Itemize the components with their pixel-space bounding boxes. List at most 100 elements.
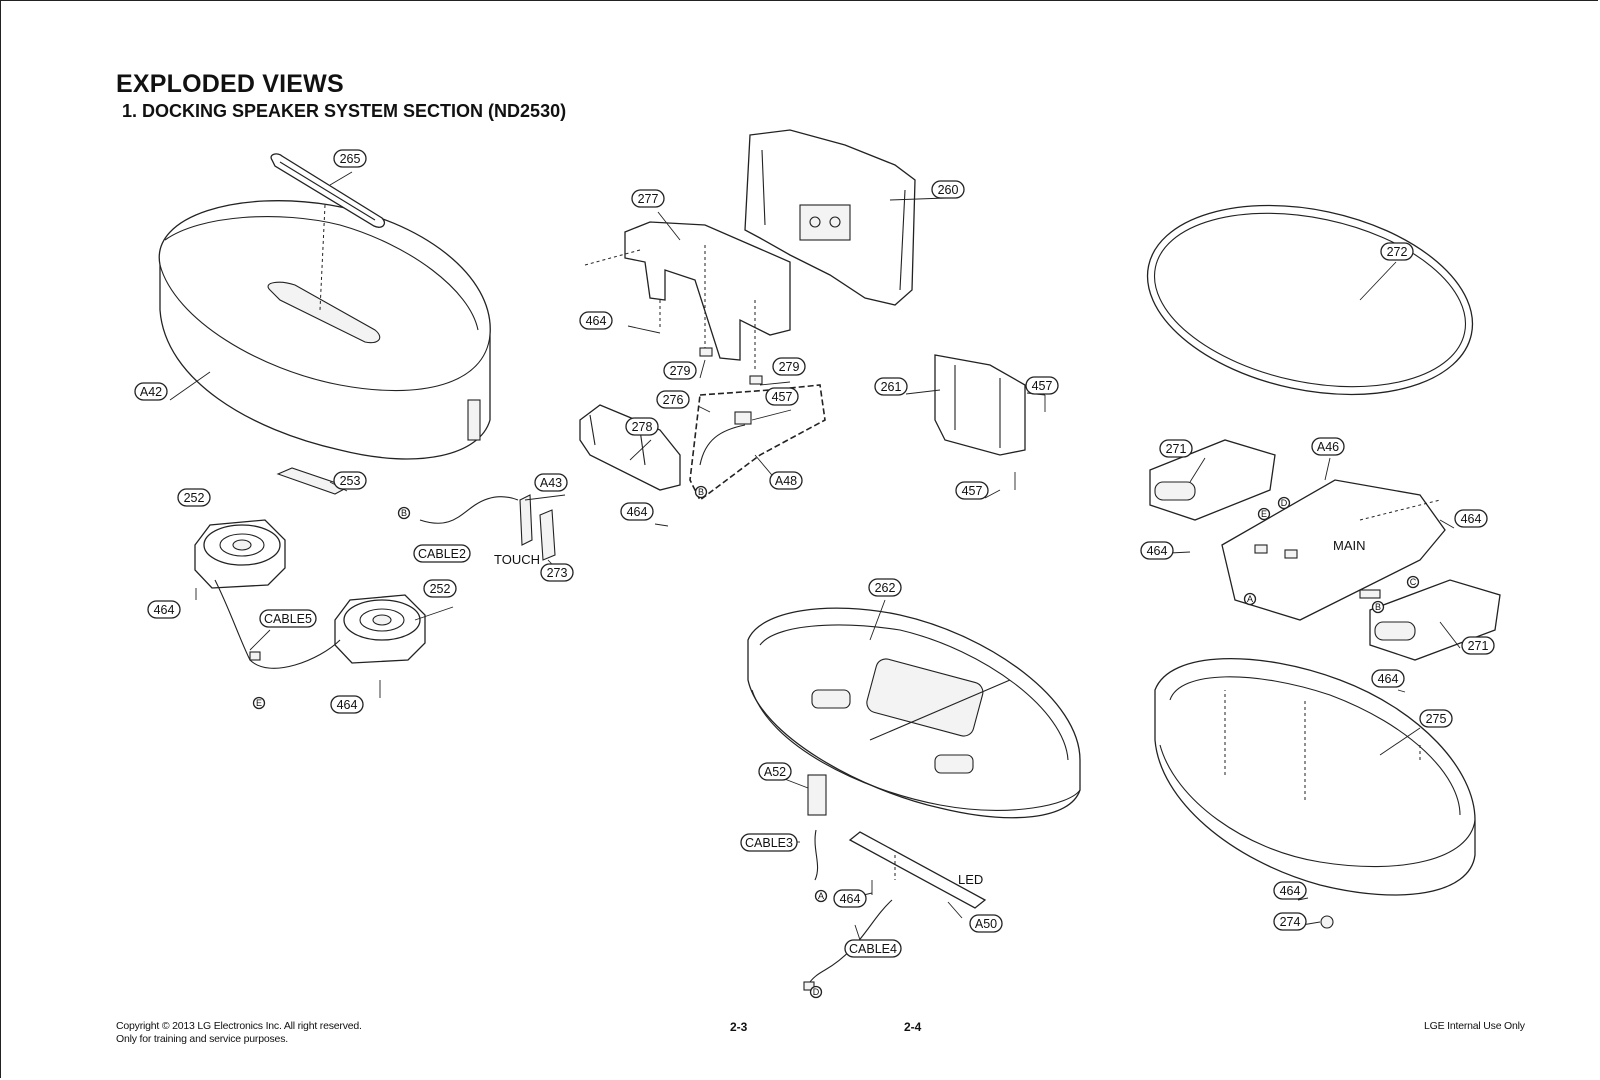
part-label: 265 bbox=[333, 149, 367, 168]
part-label: 279 bbox=[663, 361, 697, 380]
svg-text:252: 252 bbox=[184, 491, 205, 505]
part-holder-271-a bbox=[1149, 439, 1276, 521]
part-label: 464 bbox=[1371, 669, 1405, 688]
part-label: 279 bbox=[772, 357, 806, 376]
connection-mark: B bbox=[1371, 600, 1385, 614]
svg-text:B: B bbox=[401, 508, 407, 518]
connection-mark: A bbox=[1243, 592, 1257, 606]
svg-text:E: E bbox=[1261, 509, 1267, 519]
connection-mark: A bbox=[814, 889, 828, 903]
led-text: LED bbox=[958, 872, 983, 887]
part-board-a52 bbox=[807, 774, 827, 816]
svg-text:B: B bbox=[1375, 602, 1381, 612]
svg-text:A46: A46 bbox=[1317, 440, 1339, 454]
svg-text:457: 457 bbox=[962, 484, 983, 498]
part-label: CABLE3 bbox=[740, 833, 798, 852]
part-label: A46 bbox=[1311, 437, 1345, 456]
svg-text:277: 277 bbox=[638, 192, 659, 206]
part-label: CABLE2 bbox=[413, 544, 471, 563]
part-foot-274 bbox=[1320, 915, 1334, 929]
part-ring-272 bbox=[1146, 204, 1474, 396]
page-title: EXPLODED VIEWS bbox=[116, 70, 344, 98]
part-label: A48 bbox=[769, 471, 803, 490]
connection-mark: C bbox=[1406, 575, 1420, 589]
svg-text:457: 457 bbox=[772, 390, 793, 404]
connector-a48 bbox=[734, 411, 752, 425]
svg-text:278: 278 bbox=[632, 420, 653, 434]
connection-mark: D bbox=[1277, 496, 1291, 510]
svg-text:276: 276 bbox=[663, 393, 684, 407]
part-label: 457 bbox=[1025, 376, 1059, 395]
touch-text: TOUCH bbox=[494, 552, 540, 567]
part-label: 253 bbox=[333, 471, 367, 490]
svg-text:CABLE5: CABLE5 bbox=[264, 612, 312, 626]
part-label: 464 bbox=[147, 600, 181, 619]
part-label: A52 bbox=[758, 762, 792, 781]
part-label: 262 bbox=[868, 578, 902, 597]
svg-text:A48: A48 bbox=[775, 474, 797, 488]
svg-text:A42: A42 bbox=[140, 385, 162, 399]
svg-text:252: 252 bbox=[430, 582, 451, 596]
part-label: 464 bbox=[1454, 509, 1488, 528]
svg-text:464: 464 bbox=[840, 892, 861, 906]
part-label: 464 bbox=[1273, 881, 1307, 900]
part-label: 464 bbox=[833, 889, 867, 908]
svg-text:272: 272 bbox=[1387, 245, 1408, 259]
copyright-notice: Copyright © 2013 LG Electronics Inc. All… bbox=[116, 1020, 362, 1046]
cable2-wire bbox=[419, 496, 519, 524]
part-label: 275 bbox=[1419, 709, 1453, 728]
part-label: 278 bbox=[625, 417, 659, 436]
svg-text:CABLE3: CABLE3 bbox=[745, 836, 793, 850]
part-label: 277 bbox=[631, 189, 665, 208]
group-outline-a48 bbox=[689, 384, 826, 502]
svg-text:464: 464 bbox=[1378, 672, 1399, 686]
part-label: 273 bbox=[540, 563, 574, 582]
svg-text:260: 260 bbox=[938, 183, 959, 197]
svg-text:261: 261 bbox=[881, 380, 902, 394]
part-label: 252 bbox=[423, 579, 457, 598]
part-woofer-252-a bbox=[194, 519, 286, 589]
svg-text:273: 273 bbox=[547, 566, 568, 580]
page-number-left: 2-3 bbox=[730, 1020, 748, 1034]
svg-text:464: 464 bbox=[586, 314, 607, 328]
svg-text:D: D bbox=[1281, 498, 1288, 508]
part-bracket-261 bbox=[934, 354, 1026, 456]
svg-text:A43: A43 bbox=[540, 476, 562, 490]
cable4-wire bbox=[807, 899, 893, 986]
svg-text:CABLE2: CABLE2 bbox=[418, 547, 466, 561]
cable4-connector bbox=[803, 981, 815, 991]
svg-text:464: 464 bbox=[1461, 512, 1482, 526]
connection-mark: D bbox=[809, 985, 823, 999]
part-label: 464 bbox=[620, 502, 654, 521]
svg-text:464: 464 bbox=[337, 698, 358, 712]
svg-text:A50: A50 bbox=[975, 917, 997, 931]
cable5-connector bbox=[249, 651, 261, 661]
svg-text:D: D bbox=[813, 987, 820, 997]
svg-text:279: 279 bbox=[779, 360, 800, 374]
part-base-262 bbox=[747, 607, 1081, 819]
svg-text:457: 457 bbox=[1032, 379, 1053, 393]
part-rubber-279-a bbox=[699, 347, 713, 357]
part-rubber-279-b bbox=[749, 375, 763, 385]
svg-text:CABLE4: CABLE4 bbox=[849, 942, 897, 956]
part-label: 464 bbox=[579, 311, 613, 330]
part-label: 464 bbox=[1140, 541, 1174, 560]
svg-text:464: 464 bbox=[154, 603, 175, 617]
svg-text:C: C bbox=[1410, 577, 1417, 587]
cable-a48 bbox=[699, 424, 746, 466]
svg-text:A: A bbox=[818, 891, 824, 901]
part-bottom-housing-275 bbox=[1154, 657, 1476, 896]
usage-line: Only for training and service purposes. bbox=[116, 1033, 288, 1045]
part-touch-cover-273 bbox=[539, 509, 556, 561]
part-touch-plate-a43 bbox=[519, 494, 533, 546]
svg-text:271: 271 bbox=[1468, 639, 1489, 653]
svg-text:271: 271 bbox=[1166, 442, 1187, 456]
internal-use-notice: LGE Internal Use Only bbox=[1424, 1020, 1525, 1032]
svg-text:A: A bbox=[1247, 594, 1253, 604]
svg-text:A52: A52 bbox=[764, 765, 786, 779]
part-label: 252 bbox=[177, 488, 211, 507]
section-subtitle: 1. DOCKING SPEAKER SYSTEM SECTION (ND253… bbox=[122, 101, 567, 121]
part-label: 261 bbox=[874, 377, 908, 396]
